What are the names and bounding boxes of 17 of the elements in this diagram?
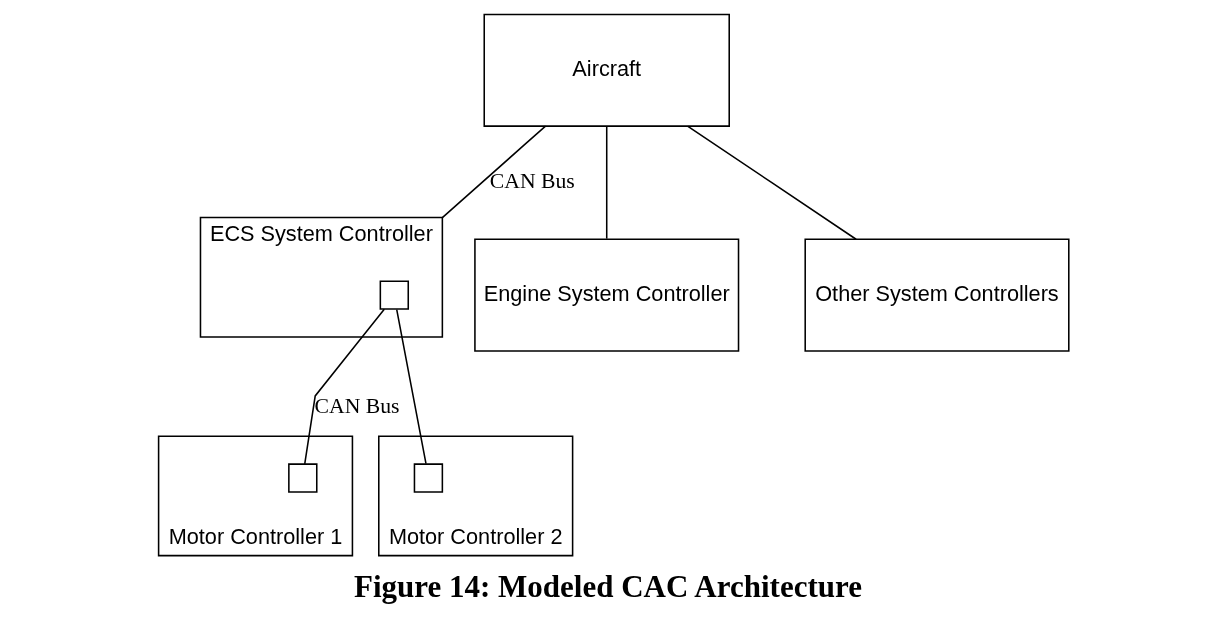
cluster: Motor Controller 2 <box>377 435 573 557</box>
node-box <box>413 463 443 493</box>
caption: Figure 14: Modeled CAC Architecture <box>353 569 862 605</box>
connector <box>303 308 385 465</box>
cluster: Motor Controller 1 <box>157 435 353 557</box>
node-box <box>287 463 318 493</box>
node-box: Aircraft <box>482 13 730 127</box>
connector <box>441 125 546 219</box>
node-box: Engine System Controller <box>473 238 739 352</box>
edge-label: CAN Bus <box>314 394 400 419</box>
connector <box>605 125 607 240</box>
connector <box>395 308 427 465</box>
connector <box>686 125 857 241</box>
cluster: ECS System Controller <box>199 216 443 338</box>
node-box: Other System Controllers <box>803 238 1070 352</box>
node-box <box>379 280 409 310</box>
edge-label: CAN Bus <box>489 169 575 194</box>
